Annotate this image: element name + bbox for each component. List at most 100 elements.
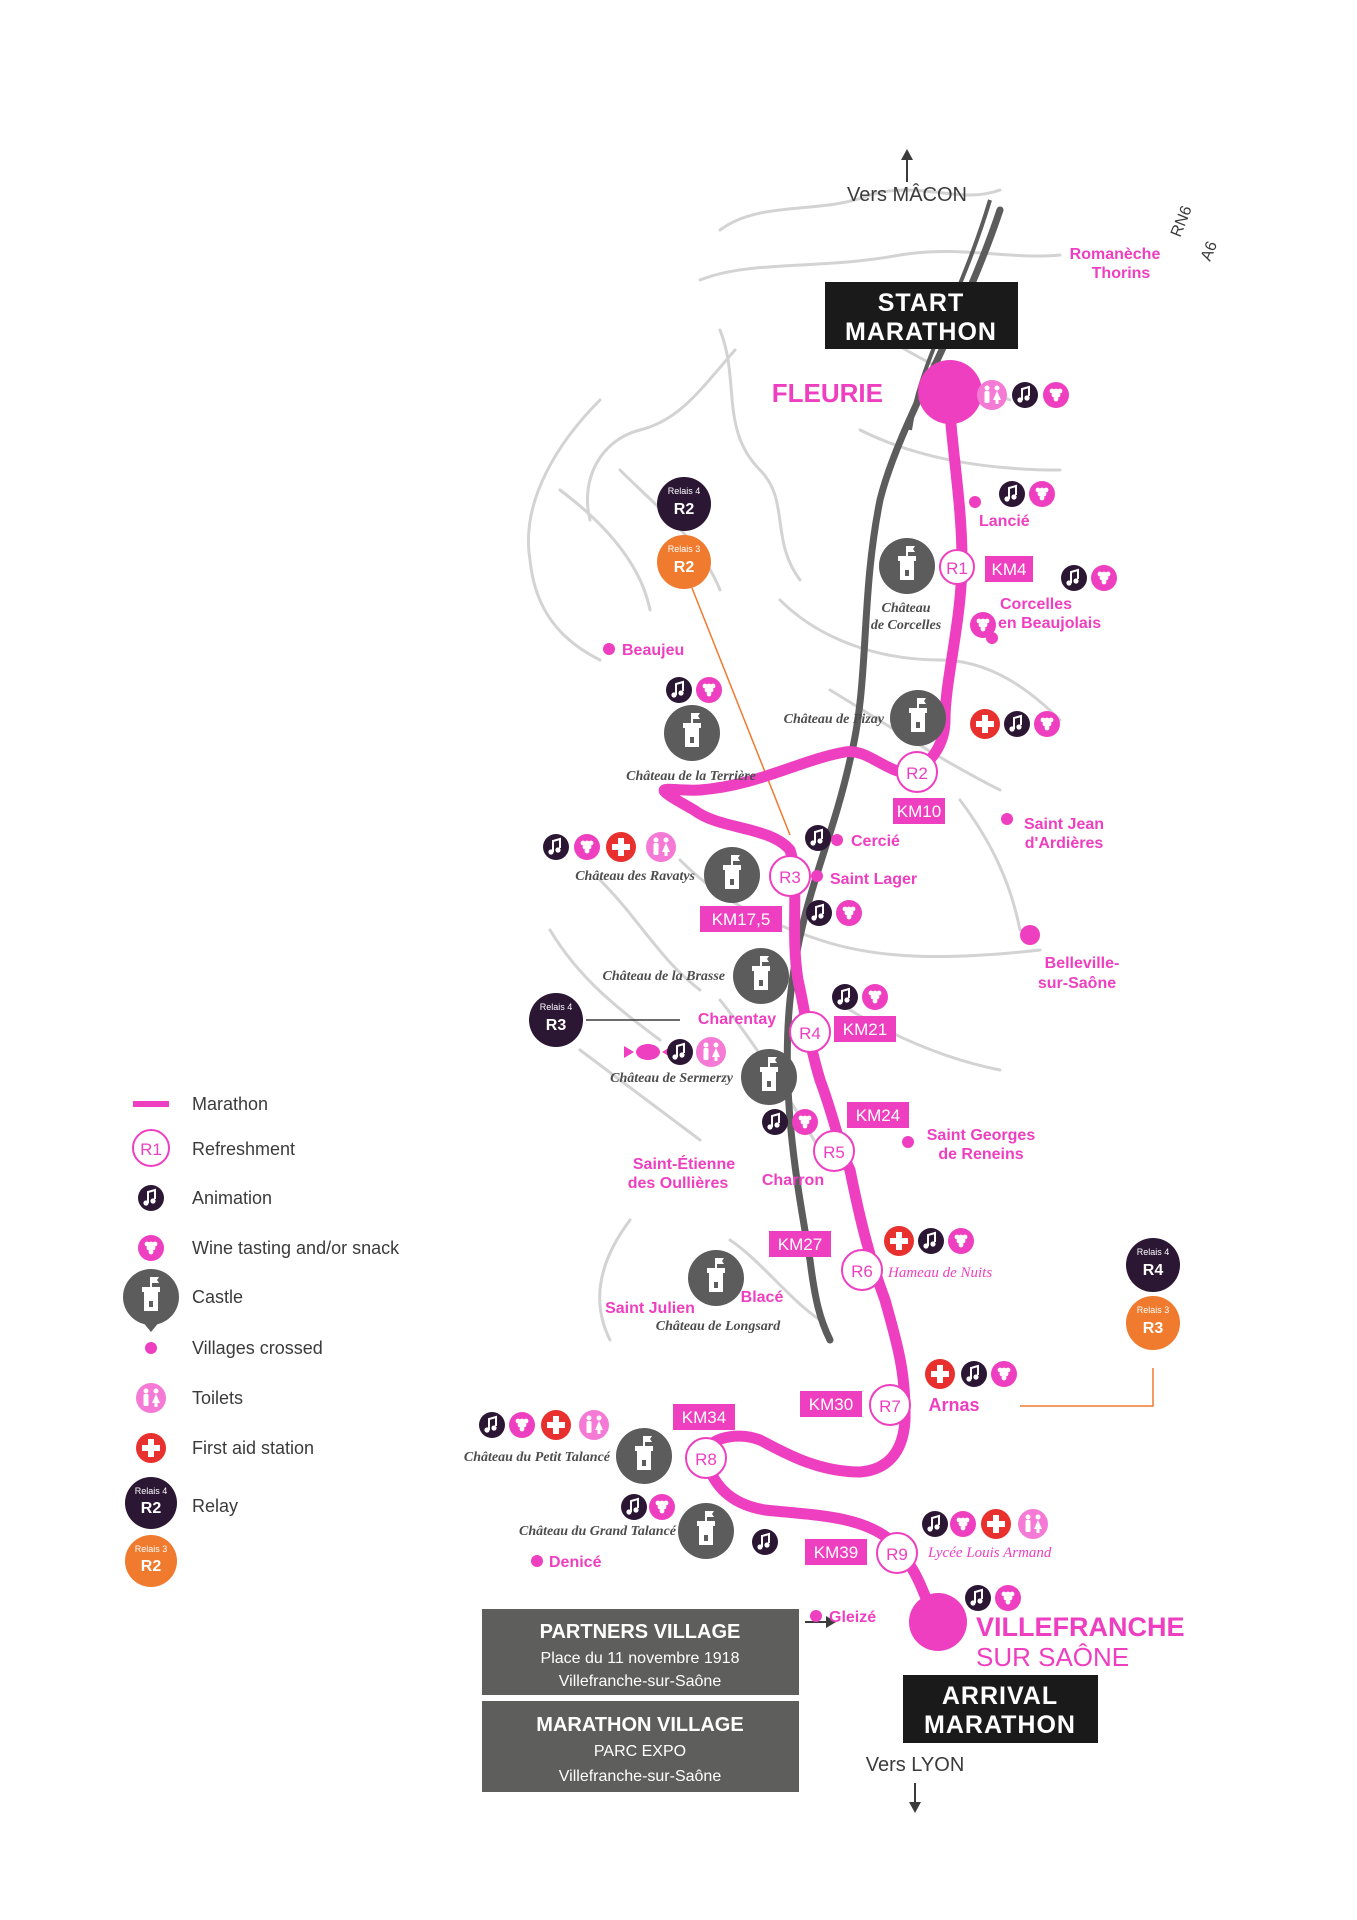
- km-39: KM39: [805, 1539, 867, 1565]
- castle-pizay: Château de Pizay: [784, 712, 885, 727]
- animation-icon: [831, 983, 859, 1011]
- town-fleurie: FLEURIE: [772, 378, 883, 408]
- legend-village: Villages crossed: [145, 1338, 323, 1358]
- village-de-reneins: de Reneins: [938, 1146, 1023, 1163]
- refreshment-r6: R6: [841, 1249, 883, 1291]
- first-aid-icon: [606, 832, 636, 862]
- village-cercie: Cercié: [851, 833, 900, 850]
- svg-text:Villefranche-sur-Saône: Villefranche-sur-Saône: [559, 1768, 722, 1785]
- legend-refreshment: R1 Refreshment: [132, 1129, 295, 1167]
- village-charentay: Charentay: [698, 1011, 776, 1028]
- animation-icon: [964, 1584, 992, 1612]
- first-aid-icon: [541, 1410, 571, 1440]
- animation-icon: [805, 899, 833, 927]
- castle-icon: [879, 538, 935, 594]
- animation-icon: [1003, 710, 1031, 738]
- svg-text:R5: R5: [823, 1143, 845, 1162]
- service-icons: [478, 380, 1117, 1612]
- village-blace: Blacé: [741, 1289, 784, 1306]
- village-thorins: Thorins: [1092, 265, 1151, 282]
- svg-text:R2: R2: [141, 1500, 162, 1517]
- village-charron: Charron: [762, 1172, 824, 1189]
- refreshment-r7: R7: [869, 1384, 911, 1426]
- legend-wine: Wine tasting and/or snack: [138, 1235, 400, 1261]
- animation-icon: [998, 480, 1026, 508]
- wine-icon: [862, 984, 888, 1010]
- km-4: KM4: [985, 556, 1033, 582]
- candy-icon-body: [636, 1044, 660, 1060]
- svg-text:R7: R7: [879, 1397, 901, 1416]
- svg-text:KM27: KM27: [778, 1235, 822, 1254]
- wine-icon: [1043, 382, 1069, 408]
- svg-text:R2: R2: [906, 764, 928, 783]
- wine-icon: [649, 1494, 675, 1520]
- animation-icon: [761, 1108, 789, 1136]
- first-aid-icon: [884, 1226, 914, 1256]
- refreshment-r2: R2: [896, 751, 938, 793]
- village-dot-cercie: [831, 834, 843, 846]
- km-17-5: KM17,5: [700, 906, 782, 932]
- village-dot-gleize: [810, 1610, 822, 1622]
- village-dot-belleville: [1020, 925, 1040, 945]
- toilets-icon: [136, 1383, 166, 1413]
- svg-text:R2: R2: [674, 501, 695, 518]
- refreshment-r3: R3: [769, 855, 811, 897]
- castle-grand-talance: Château du Grand Talancé: [519, 1524, 677, 1539]
- arrival-label: ARRIVAL MARATHON: [903, 1675, 1098, 1743]
- animation-icon: [804, 824, 832, 852]
- svg-text:ARRIVAL: ARRIVAL: [942, 1682, 1058, 1710]
- legend-castle: Castle: [123, 1269, 243, 1332]
- legend-toilets: Toilets: [136, 1383, 243, 1413]
- refreshment-r9: R9: [876, 1532, 918, 1574]
- legend-castle-label: Castle: [192, 1287, 243, 1307]
- marathon-village-box: MARATHON VILLAGE PARC EXPO Villefranche-…: [482, 1701, 799, 1792]
- relay-4-r2: Relais 4R2: [657, 477, 711, 531]
- relays: Relais 4R2 Relais 3R2 Relais 4R3 Relais …: [529, 477, 1180, 1350]
- wine-icon: [574, 834, 600, 860]
- relay-3-r3: Relais 3R3: [1126, 1296, 1180, 1350]
- svg-text:KM10: KM10: [897, 802, 941, 821]
- legend-marathon-label: Marathon: [192, 1094, 268, 1114]
- castle-icon: [123, 1269, 179, 1325]
- svg-text:KM4: KM4: [992, 560, 1027, 579]
- svg-text:R3: R3: [779, 868, 801, 887]
- place-hameau: Hameau de Nuits: [887, 1265, 992, 1281]
- svg-text:PARTNERS VILLAGE: PARTNERS VILLAGE: [540, 1621, 741, 1643]
- animation-icon: [137, 1184, 165, 1212]
- wine-icon: [1091, 565, 1117, 591]
- svg-text:Relais 3: Relais 3: [668, 544, 701, 554]
- refreshment-r8: R8: [685, 1437, 727, 1479]
- svg-text:R2: R2: [674, 559, 695, 576]
- svg-text:R3: R3: [546, 1017, 567, 1034]
- castle-terriere: Château de la Terrière: [626, 769, 756, 784]
- svg-text:KM34: KM34: [682, 1408, 726, 1427]
- village-saint-georges: Saint Georges: [927, 1127, 1036, 1144]
- village-arnas: Arnas: [928, 1395, 979, 1415]
- refreshment-markers: R1 R2 R3 R4 R5 R6 R7 R8 R9: [685, 549, 975, 1574]
- wine-icon: [792, 1109, 818, 1135]
- svg-text:MARATHON: MARATHON: [845, 318, 997, 346]
- km-30: KM30: [800, 1391, 862, 1417]
- km-27: KM27: [769, 1231, 831, 1257]
- wine-icon: [950, 1511, 976, 1537]
- toilets-icon: [1018, 1509, 1048, 1539]
- village-dot-lancie: [969, 496, 981, 508]
- wine-icon: [995, 1585, 1021, 1611]
- svg-text:R6: R6: [851, 1262, 873, 1281]
- village-saint-julien: Saint Julien: [605, 1300, 695, 1317]
- svg-text:R8: R8: [695, 1450, 717, 1469]
- svg-text:R4: R4: [799, 1024, 821, 1043]
- wine-icon: [1034, 711, 1060, 737]
- svg-text:R1: R1: [140, 1140, 162, 1159]
- svg-text:MARATHON VILLAGE: MARATHON VILLAGE: [536, 1714, 743, 1736]
- km-21: KM21: [834, 1016, 896, 1042]
- village-dot-saint-lager: [811, 870, 823, 882]
- svg-text:KM30: KM30: [809, 1395, 853, 1414]
- partners-village-box: PARTNERS VILLAGE Place du 11 novembre 19…: [482, 1609, 799, 1695]
- village-belleville: Belleville-: [1045, 955, 1120, 972]
- first-aid-icon: [925, 1359, 955, 1389]
- km-24: KM24: [847, 1102, 909, 1128]
- village-denice: Denicé: [549, 1554, 602, 1571]
- castles: Château de Corcelles Château de Pizay Ch…: [464, 538, 946, 1559]
- wine-icon: [509, 1412, 535, 1438]
